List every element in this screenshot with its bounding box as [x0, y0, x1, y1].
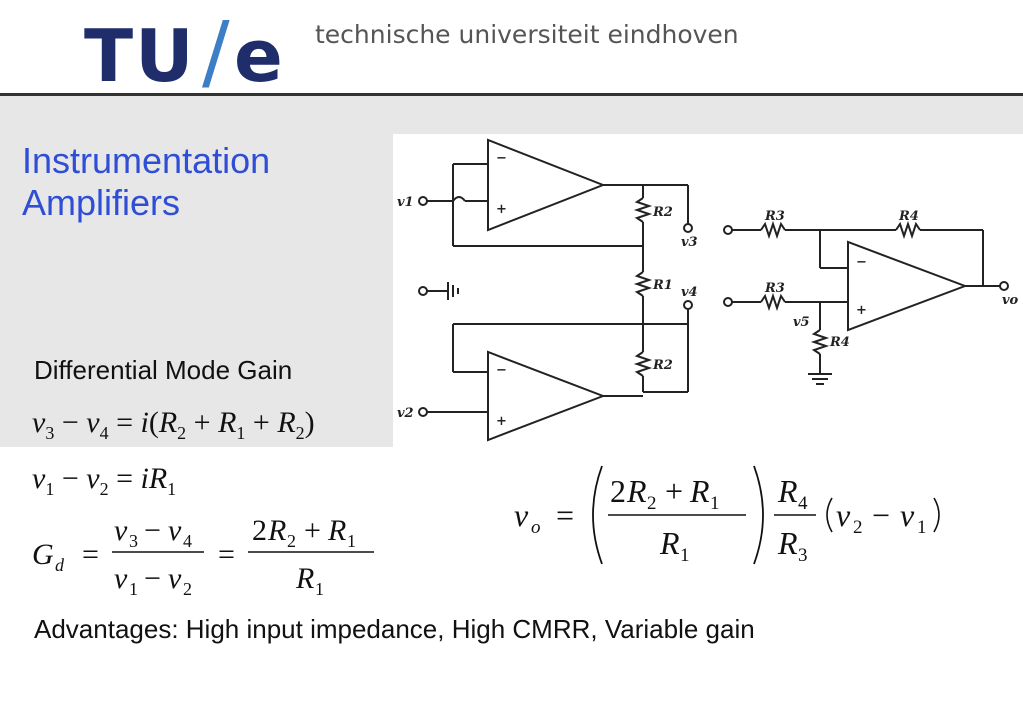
svg-text:v: v	[514, 497, 529, 533]
svg-text:1: 1	[710, 493, 720, 514]
svg-text:v: v	[836, 497, 851, 533]
svg-text:o: o	[531, 517, 541, 538]
opamp-top	[487, 138, 606, 232]
svg-text:−: −	[496, 151, 507, 166]
svg-text:2: 2	[647, 493, 657, 514]
label-v5: v5	[793, 315, 810, 330]
svg-text:R: R	[777, 525, 798, 561]
svg-text:2: 2	[183, 579, 192, 599]
svg-text:−: −	[856, 255, 867, 270]
svg-text:G: G	[32, 538, 54, 571]
svg-text:−: −	[872, 497, 890, 533]
equation-1: v3 − v4 = i(R2 + R1 + R2)	[32, 406, 315, 443]
svg-text:2: 2	[252, 514, 267, 547]
svg-text:v: v	[114, 514, 128, 547]
svg-text:R: R	[659, 525, 680, 561]
svg-text:1: 1	[680, 545, 690, 566]
header: TU/e technische universiteit eindhoven	[0, 0, 1023, 98]
label-r1: R1	[652, 278, 673, 293]
svg-text:2: 2	[610, 473, 626, 509]
svg-text:−: −	[144, 562, 161, 595]
svg-text:=: =	[556, 497, 574, 533]
svg-text:R: R	[295, 562, 314, 595]
label-r2-bottom: R2	[652, 358, 673, 373]
svg-text:3: 3	[129, 531, 138, 551]
svg-text:v: v	[168, 562, 182, 595]
label-vo: vo	[1002, 293, 1019, 308]
svg-text:4: 4	[183, 531, 192, 551]
section-subtitle: Differential Mode Gain	[34, 355, 293, 385]
svg-text:4: 4	[798, 493, 808, 514]
svg-text:+: +	[856, 303, 867, 318]
university-name: technische universiteit eindhoven	[315, 20, 739, 49]
label-r4-bottom: R4	[829, 335, 850, 350]
equation-2: v1 − v2 = iR1	[32, 462, 177, 499]
svg-text:v: v	[114, 562, 128, 595]
svg-text:1: 1	[917, 517, 927, 538]
svg-text:v: v	[900, 497, 915, 533]
label-r4-top: R4	[898, 209, 919, 224]
svg-text:1: 1	[347, 531, 356, 551]
svg-text:2: 2	[287, 531, 296, 551]
instrumentation-amplifier-circuit: − + − + − + v1 v2 v3 v4 v5 vo R2 R1 R2 R3 R…	[393, 134, 1023, 447]
opamp-bottom	[487, 350, 606, 442]
svg-text:3: 3	[798, 545, 808, 566]
svg-text:d: d	[55, 555, 65, 575]
label-v4: v4	[681, 285, 698, 300]
label-v3: v3	[681, 235, 698, 250]
svg-text:R: R	[689, 473, 710, 509]
svg-text:2: 2	[853, 517, 863, 538]
header-rule	[0, 93, 1023, 96]
slide-title: Instrumentation Amplifiers	[22, 140, 271, 223]
label-v2: v2	[397, 406, 414, 421]
svg-text:R: R	[327, 514, 346, 547]
svg-text:R: R	[626, 473, 647, 509]
advantages-text: Advantages: High input impedance, High C…	[34, 614, 755, 644]
svg-text:=: =	[218, 538, 235, 571]
opamp-diff	[847, 240, 968, 332]
svg-text:=: =	[82, 538, 99, 571]
label-v1: v1	[397, 195, 414, 210]
label-r3-top: R3	[764, 209, 785, 224]
svg-text:R: R	[777, 473, 798, 509]
svg-text:+: +	[304, 514, 321, 547]
svg-text:−: −	[144, 514, 161, 547]
label-r2-top: R2	[652, 205, 673, 220]
gray-panel	[0, 134, 393, 447]
gray-band	[0, 96, 1023, 134]
svg-text:1: 1	[315, 579, 324, 599]
svg-text:+: +	[496, 202, 507, 217]
svg-text:R: R	[267, 514, 286, 547]
label-r3-bottom: R3	[764, 281, 785, 296]
svg-text:1: 1	[129, 579, 138, 599]
svg-text:v: v	[168, 514, 182, 547]
svg-text:−: −	[496, 363, 507, 378]
svg-text:+: +	[496, 414, 507, 429]
svg-text:+: +	[665, 473, 683, 509]
